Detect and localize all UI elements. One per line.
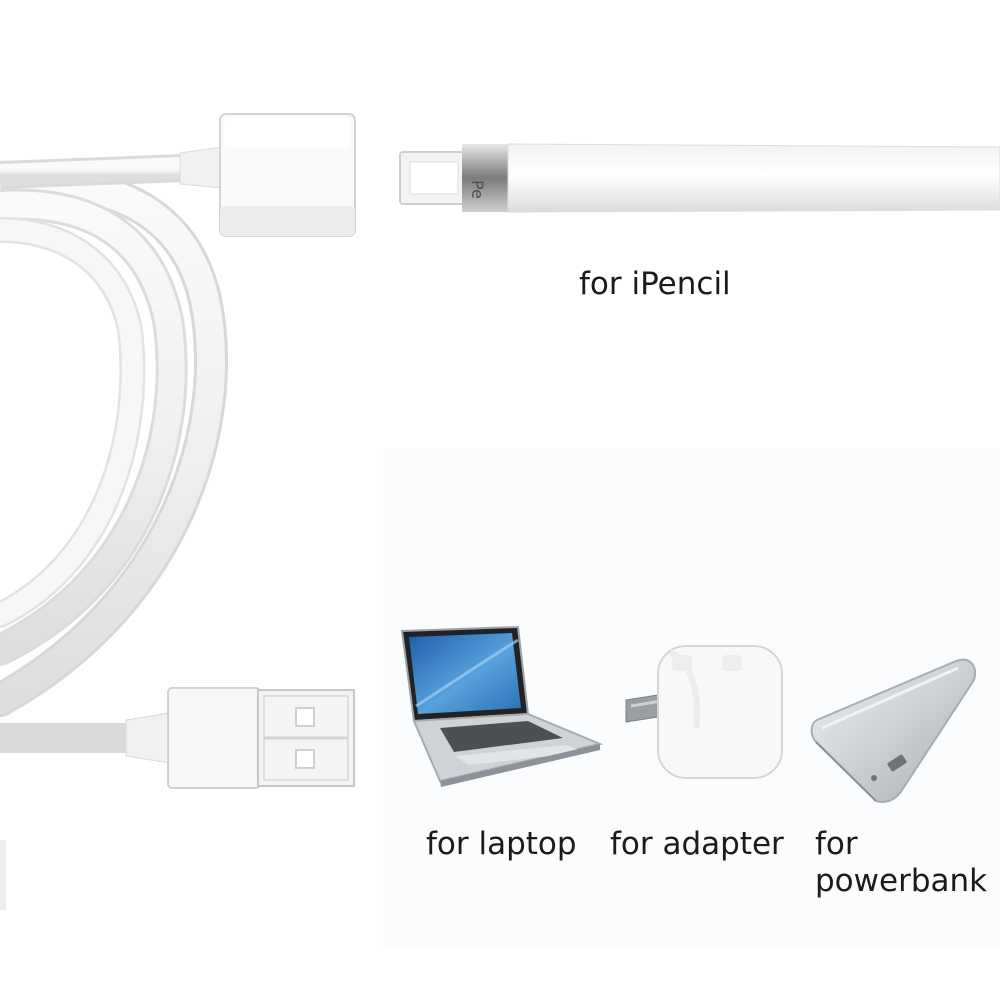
adapter-cable-top xyxy=(0,113,356,237)
caption-ipencil: for iPencil xyxy=(579,266,731,302)
svg-text:Pe: Pe xyxy=(468,180,487,199)
laptop-image xyxy=(400,625,604,787)
pencil-image: Pe xyxy=(399,143,1000,213)
cable-fragment xyxy=(0,840,6,910)
powerbank-image xyxy=(810,658,976,803)
cable-coil xyxy=(0,166,228,717)
caption-powerbank: for powerbank xyxy=(815,826,988,899)
usb-cable-bottom xyxy=(0,687,355,789)
caption-adapter: for adapter xyxy=(610,826,784,862)
wall-adapter-image xyxy=(625,645,783,779)
caption-laptop: for laptop xyxy=(426,826,577,862)
